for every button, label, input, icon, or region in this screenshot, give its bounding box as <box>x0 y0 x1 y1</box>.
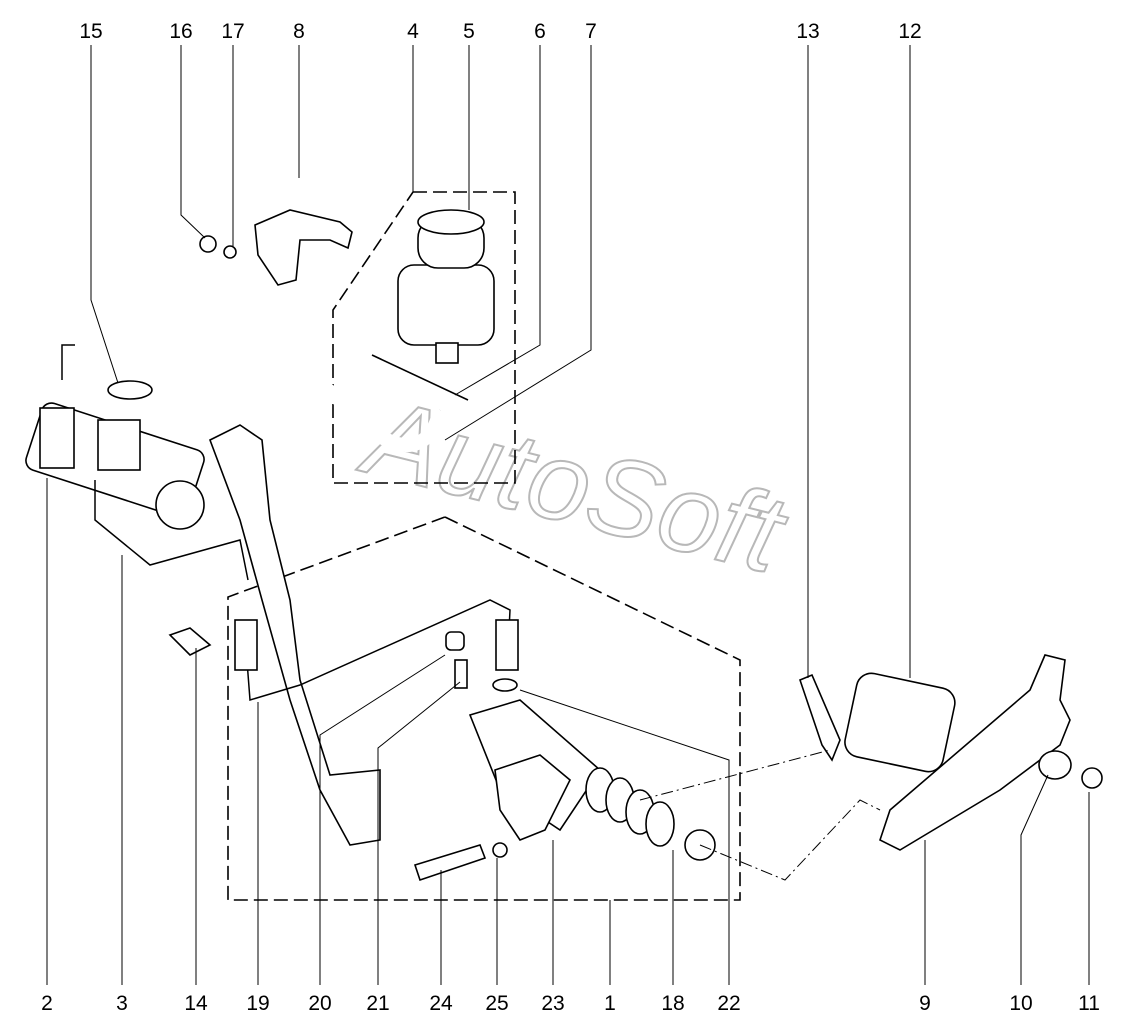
callout-12: 12 <box>898 20 921 43</box>
callout-17: 17 <box>221 20 244 43</box>
reservoir-assembly-box <box>332 191 516 484</box>
washer <box>223 245 237 259</box>
return-spring-plate <box>799 673 841 762</box>
callout-2: 2 <box>41 992 53 1015</box>
callout-13: 13 <box>796 20 819 43</box>
callout-3: 3 <box>116 992 128 1015</box>
lock-washer <box>492 842 508 858</box>
callout-9: 9 <box>919 992 931 1015</box>
nut <box>199 235 217 253</box>
assembly-guide-lines <box>639 749 881 881</box>
leader-lines <box>46 45 1090 985</box>
callout-25: 25 <box>485 992 508 1015</box>
bolt <box>413 844 487 882</box>
clip <box>168 627 212 656</box>
callout-23: 23 <box>541 992 564 1015</box>
callout-22: 22 <box>717 992 740 1015</box>
callout-1: 1 <box>604 992 616 1015</box>
bleed-cap <box>445 631 465 651</box>
slave-cylinder <box>468 699 716 861</box>
hydraulic-pipe <box>244 599 511 701</box>
callout-8: 8 <box>293 20 305 43</box>
callout-19: 19 <box>246 992 269 1015</box>
hose-clamp <box>107 380 153 400</box>
callout-4: 4 <box>407 20 419 43</box>
clutch-fork <box>879 654 1071 851</box>
callout-18: 18 <box>661 992 684 1015</box>
pivot-washer <box>1081 767 1103 789</box>
bottom-callouts: 2 3 14 19 20 21 24 25 23 1 18 22 9 10 11 <box>41 992 1100 1015</box>
ball-pivot <box>1038 750 1072 780</box>
callout-20: 20 <box>308 992 331 1015</box>
callout-7: 7 <box>585 20 597 43</box>
callout-5: 5 <box>463 20 475 43</box>
callout-15: 15 <box>79 20 102 43</box>
callout-14: 14 <box>184 992 208 1015</box>
brake-pipe <box>61 344 249 581</box>
callout-6: 6 <box>534 20 546 43</box>
callout-11: 11 <box>1078 992 1100 1015</box>
fork-boot <box>844 672 956 773</box>
callout-24: 24 <box>429 992 453 1015</box>
fluid-reservoir <box>397 209 495 364</box>
callout-16: 16 <box>169 20 192 43</box>
clutch-pedal <box>208 424 381 846</box>
pipe-union-left <box>234 619 258 671</box>
seal-ring <box>492 678 518 692</box>
bracket <box>254 209 353 286</box>
top-callouts: 15 16 17 8 4 5 6 7 13 12 <box>79 20 921 43</box>
master-cylinder <box>25 402 205 530</box>
cable-tie <box>371 354 469 401</box>
callout-21: 21 <box>366 992 389 1015</box>
pipe-union-right <box>495 619 519 671</box>
watermark: AutoSoft <box>349 374 798 598</box>
callout-10: 10 <box>1009 992 1032 1015</box>
bleed-screw <box>454 659 468 689</box>
